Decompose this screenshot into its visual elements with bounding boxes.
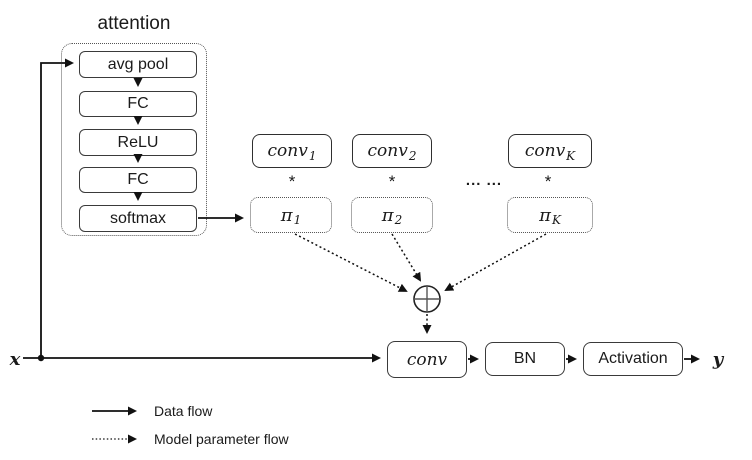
attention-layer-fc2: FC <box>79 167 197 193</box>
weight-pi-1-subscript: 1 <box>293 213 302 227</box>
weighted-sum-symbol <box>413 285 441 313</box>
kernel-conv-K-base: conv <box>524 141 566 161</box>
weighted-sum-circle <box>413 285 441 313</box>
multiply-symbol-K: * <box>544 172 552 191</box>
legend-model-parameter-flow-label: Model parameter flow <box>154 431 289 447</box>
param-flow-pi1-to-sum <box>294 233 408 292</box>
kernel-conv-1-base: conv <box>267 141 308 161</box>
kernel-conv-K-subscript: K <box>566 149 576 163</box>
bn-block: BN <box>485 342 565 376</box>
conv-block: conv <box>387 341 467 378</box>
weight-pi-1-base: π <box>280 204 293 226</box>
weight-pi-2-base: π <box>381 204 394 226</box>
weight-pi-K-base: π <box>539 204 551 226</box>
attention-layer-avg-pool: avg pool <box>79 51 197 78</box>
weight-pi-K-subscript: K <box>551 213 561 227</box>
input-x-label: x <box>9 348 21 370</box>
attention-layer-softmax: softmax <box>79 205 197 232</box>
attention-module-title: attention <box>97 13 171 34</box>
branch-junction-dot <box>37 354 45 362</box>
param-flow-piK-to-sum <box>444 233 547 291</box>
attention-layer-fc1: FC <box>79 91 197 117</box>
activation-block: Activation <box>583 342 683 376</box>
kernel-conv-2-base: conv <box>367 141 408 161</box>
param-flow-pi2-to-sum <box>391 233 422 282</box>
output-y-label: y <box>712 348 724 370</box>
attention-layer-relu: ReLU <box>79 129 197 156</box>
kernel-conv-1-subscript: 1 <box>308 149 317 163</box>
weight-pi-2-subscript: 2 <box>394 213 403 227</box>
multiply-symbol-2: * <box>388 172 396 191</box>
weighted-sum-cross <box>414 286 440 312</box>
legend-data-flow-label: Data flow <box>154 403 213 419</box>
kernel-conv-2-subscript: 2 <box>408 149 417 163</box>
ellipsis-symbol: ... ... <box>465 172 503 189</box>
multiply-symbol-1: * <box>288 172 296 191</box>
